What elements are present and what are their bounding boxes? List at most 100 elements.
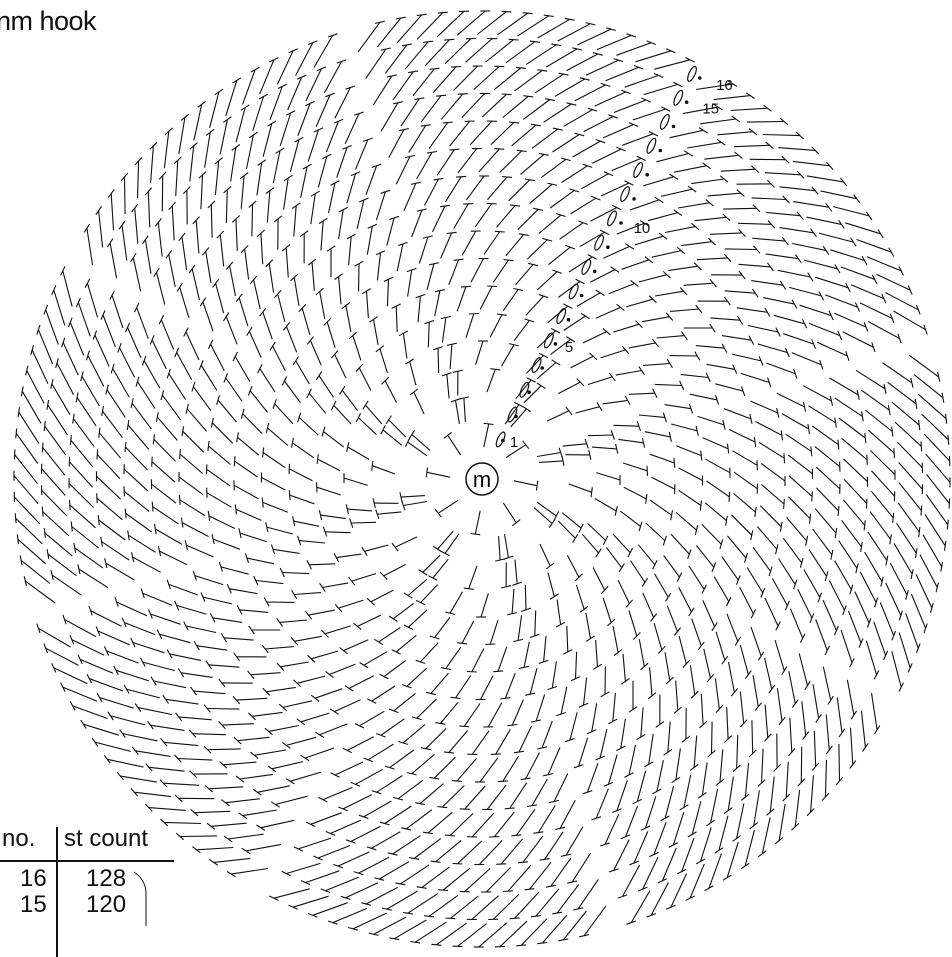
stitch-post bbox=[196, 220, 199, 253]
stitch-bar bbox=[856, 564, 858, 574]
chain-stitch-column bbox=[495, 65, 702, 448]
stitch-post bbox=[503, 756, 519, 781]
stitch-post bbox=[150, 725, 184, 730]
stitch-post bbox=[372, 686, 395, 701]
stitch-bar bbox=[444, 432, 452, 438]
stitch-post bbox=[716, 632, 725, 660]
stitch-bar bbox=[603, 328, 611, 334]
stitch-post bbox=[843, 332, 874, 348]
stitch-post bbox=[286, 737, 316, 745]
stitch-bar bbox=[431, 944, 441, 945]
stitch-post bbox=[344, 478, 368, 485]
stitch-bar bbox=[441, 551, 450, 556]
stitch-post bbox=[383, 430, 402, 445]
stitch-post bbox=[690, 394, 717, 400]
stitch-post bbox=[758, 344, 788, 353]
stitch-post bbox=[257, 163, 262, 196]
stitch-post bbox=[843, 500, 864, 526]
stitch-post bbox=[236, 509, 262, 520]
stitch-post bbox=[871, 491, 893, 518]
stitch-post bbox=[127, 689, 160, 698]
stitch-post bbox=[72, 527, 99, 549]
stitch-post bbox=[157, 417, 177, 440]
stitch-post bbox=[842, 438, 867, 460]
stitch-post bbox=[695, 217, 727, 220]
stitch-post bbox=[260, 369, 275, 392]
stitch-post bbox=[536, 889, 559, 916]
stitch-post bbox=[762, 818, 770, 854]
stitch-post bbox=[707, 481, 730, 497]
stitch-post bbox=[600, 729, 607, 758]
stitch-post bbox=[470, 121, 492, 145]
stitch-post bbox=[687, 142, 721, 148]
stitch-post bbox=[403, 333, 407, 358]
stitch-post bbox=[240, 774, 273, 779]
stitch-post bbox=[438, 500, 458, 513]
stitch-bar bbox=[948, 435, 949, 445]
stitch-post bbox=[618, 439, 643, 443]
stitch-bar bbox=[443, 122, 453, 123]
stitch-post bbox=[682, 838, 694, 872]
stitch-post bbox=[623, 654, 625, 682]
stitch-post bbox=[603, 400, 628, 404]
stitch-post bbox=[408, 894, 438, 914]
stitch-post bbox=[404, 183, 416, 210]
stitch-post bbox=[282, 573, 309, 574]
round-label: 16 bbox=[716, 77, 733, 94]
stitch-bar bbox=[493, 671, 503, 672]
stitch-bar bbox=[537, 383, 545, 388]
stitch-bar bbox=[894, 448, 895, 458]
round-label: 1 bbox=[510, 434, 518, 451]
stitch-post bbox=[290, 140, 299, 172]
stitch-bar bbox=[523, 441, 529, 449]
stitch-post bbox=[835, 561, 852, 590]
stitch-post bbox=[813, 684, 819, 718]
stitch-bar bbox=[297, 719, 305, 725]
stitch-post bbox=[593, 568, 605, 591]
stitch-post bbox=[734, 472, 757, 489]
stitch-bar bbox=[451, 697, 461, 698]
stitch-post bbox=[535, 74, 564, 93]
stitch-post bbox=[338, 852, 369, 866]
stitch-bar bbox=[491, 754, 501, 755]
stitch-post bbox=[325, 626, 351, 634]
stitch-bar bbox=[152, 502, 153, 512]
stitch-post bbox=[624, 487, 647, 499]
stitch-bar bbox=[86, 351, 89, 361]
stitch-post bbox=[78, 303, 90, 337]
stitch-post bbox=[544, 636, 546, 662]
stitch-post bbox=[408, 270, 412, 297]
stitch-post bbox=[433, 559, 448, 578]
stitch-bar bbox=[596, 140, 605, 143]
stitch-bar bbox=[782, 667, 787, 675]
stitch-post bbox=[111, 716, 146, 725]
stitch-bar bbox=[111, 364, 114, 374]
stitch-post bbox=[290, 495, 315, 504]
stitch-bar bbox=[645, 257, 653, 263]
stitch-post bbox=[125, 447, 147, 470]
stitch-post bbox=[576, 407, 600, 413]
stitch-post bbox=[75, 548, 103, 568]
stitch-post bbox=[313, 903, 348, 916]
stitch-post bbox=[654, 60, 690, 69]
stitch-post bbox=[553, 135, 580, 153]
stitch-bar bbox=[527, 378, 536, 382]
stitch-post bbox=[623, 463, 647, 471]
stitch-bar bbox=[653, 560, 658, 569]
stitch-post bbox=[874, 622, 886, 656]
stitch-post bbox=[880, 603, 893, 636]
stitch-bar bbox=[578, 221, 587, 225]
stitch-post bbox=[197, 848, 234, 850]
stitch-bar bbox=[579, 524, 583, 533]
stitch-post bbox=[596, 789, 608, 819]
stitch-post bbox=[752, 238, 785, 241]
stitch-post bbox=[387, 891, 418, 909]
stitch-bar bbox=[700, 501, 701, 511]
stitch-post bbox=[169, 374, 186, 400]
stitch-post bbox=[503, 96, 529, 117]
stitch-post bbox=[849, 611, 862, 643]
stitch-post bbox=[670, 309, 699, 311]
stitch-post bbox=[821, 191, 857, 199]
stitch-post bbox=[576, 652, 577, 679]
stitch-post bbox=[70, 322, 83, 355]
